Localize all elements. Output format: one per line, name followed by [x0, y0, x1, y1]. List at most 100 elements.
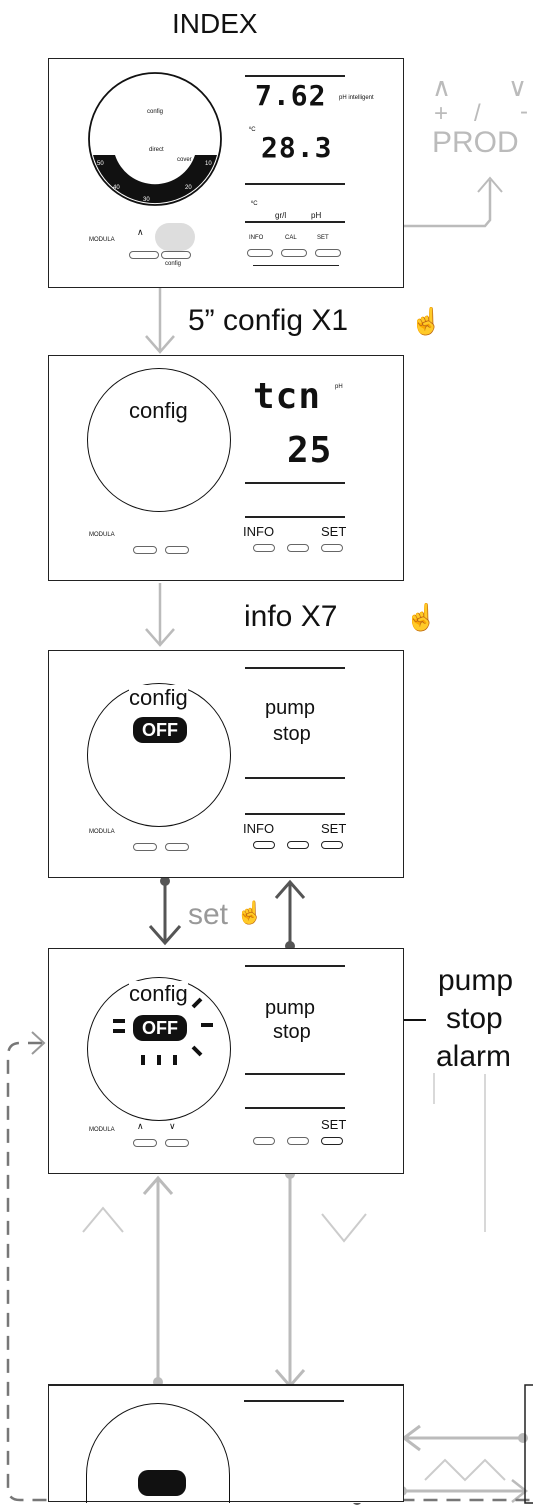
lcd-line-3 [245, 1107, 345, 1109]
up-button[interactable] [129, 251, 159, 259]
ring-config-label: config [147, 109, 164, 115]
lcd-line-2 [245, 777, 345, 779]
lcd-line [245, 667, 345, 669]
info-button[interactable] [253, 544, 275, 552]
ph-value: 7.62 [255, 79, 327, 112]
lcd-line [245, 482, 345, 484]
status-badge-off: OFF [133, 717, 187, 743]
step2-label: info X7 [244, 600, 338, 633]
mid-button[interactable] [287, 1137, 309, 1145]
alarm-callout-line2: stop [446, 1002, 503, 1035]
brand-logo: MODULA [89, 829, 115, 835]
left-button-1[interactable] [133, 546, 157, 554]
down-button[interactable] [165, 1139, 189, 1147]
panel5-top-border [48, 1384, 404, 1386]
step3-label: set [188, 898, 229, 931]
lock-slider [253, 265, 339, 266]
slash-sign: / [474, 100, 481, 127]
dial-ring [87, 977, 231, 1121]
set-label: SET [321, 1117, 347, 1132]
down-arrow-label: ∨ [169, 1121, 176, 1131]
scale-20: 20 [185, 185, 192, 191]
ring-direct-label: direct [149, 147, 164, 153]
prod-legend: ∧ ∨ + / - PROD [424, 72, 533, 192]
up-button[interactable] [133, 1139, 157, 1147]
scale-50: 50 [97, 161, 104, 167]
status-badge-off: OFF [133, 1015, 187, 1041]
dial-config-label: config [129, 398, 188, 423]
info-button-label: INFO [249, 235, 264, 241]
config-panel-off: config OFF pump stop MODULA INFO SET [48, 650, 404, 878]
index-gauge [88, 72, 222, 206]
lcd-25: 25 [287, 430, 333, 471]
brand-logo: MODULA [89, 1127, 115, 1133]
temp-value: 28.3 [261, 131, 333, 164]
info-button[interactable] [247, 249, 273, 257]
down-button-highlight[interactable] [155, 223, 195, 251]
cal-button-label: CAL [285, 235, 297, 241]
lcd-top-line [245, 75, 345, 77]
set-label: SET [321, 524, 347, 539]
mid-button[interactable] [287, 841, 309, 849]
dial-config-label: config [129, 685, 188, 711]
lcd-mid-line [245, 183, 345, 185]
left-button-2[interactable] [165, 546, 189, 554]
set-button[interactable] [321, 1137, 343, 1145]
config-panel-tcn: config tcn pH 25 MODULA INFO SET [48, 355, 404, 581]
pump-line2: stop [273, 1021, 311, 1043]
minus-sign: - [520, 98, 528, 125]
thermometer-icon: ºC [251, 201, 258, 207]
lcd-line-2 [245, 516, 345, 518]
plus-sign: + [434, 100, 449, 127]
lcd-bottom-line [245, 221, 345, 223]
hand-tap-icon: ☝ [236, 900, 264, 925]
info-label: INFO [243, 821, 275, 836]
pump-line1: pump [265, 697, 316, 719]
unit-grl: gr/l [275, 211, 287, 220]
set-button[interactable] [321, 544, 343, 552]
up-arrow-label: ∧ [137, 227, 144, 237]
left-button-2[interactable] [165, 843, 189, 851]
scale-10: 10 [205, 161, 212, 167]
unit-ph: pH [311, 211, 322, 220]
alarm-callout-line1: pump [438, 964, 514, 997]
lcd-tcn: tcn [253, 376, 322, 417]
lcd-line [245, 965, 345, 967]
pump-line1: pump [265, 997, 316, 1019]
dial-ring [87, 368, 231, 512]
lcd-line-3 [245, 813, 345, 815]
brand-logo: MODULA [89, 237, 115, 243]
temp-unit: ºC [249, 127, 256, 133]
down-button[interactable] [161, 251, 191, 259]
ph-intelligent-label: pH intelligent [339, 95, 374, 101]
hand-tap-icon: ☝ [405, 602, 438, 632]
chevron-up-icon: ∧ [432, 72, 452, 102]
lcd-line-2 [245, 1073, 345, 1075]
status-badge-on [138, 1470, 186, 1496]
brand-logo: MODULA [89, 532, 115, 538]
lcd-ph-unit: pH [335, 384, 343, 390]
config-panel-off-blink: config OFF pump stop MODULA ∧ ∨ SET [48, 948, 404, 1174]
scale-40: 40 [113, 185, 120, 191]
set-label: SET [321, 821, 347, 836]
pump-line2: stop [273, 723, 311, 745]
hand-tap-icon: ☝ [410, 306, 443, 336]
set-button-label: SET [317, 235, 329, 241]
page-title: INDEX [172, 8, 258, 39]
left-button[interactable] [253, 1137, 275, 1145]
mid-button[interactable] [287, 544, 309, 552]
prod-label: PROD [432, 126, 519, 159]
left-button-1[interactable] [133, 843, 157, 851]
chevron-down-icon: ∨ [508, 72, 528, 102]
cal-button[interactable] [281, 249, 307, 257]
set-button[interactable] [321, 841, 343, 849]
step1-label: 5” config X1 [188, 304, 349, 337]
scale-30: 30 [143, 197, 150, 203]
config-button-label: config [165, 261, 182, 267]
dial-ring [87, 683, 231, 827]
set-button[interactable] [315, 249, 341, 257]
info-button[interactable] [253, 841, 275, 849]
info-label: INFO [243, 524, 275, 539]
index-panel: config direct cover 50 40 30 20 10 7.62 … [48, 58, 404, 288]
dial-config-label: config [129, 981, 188, 1007]
